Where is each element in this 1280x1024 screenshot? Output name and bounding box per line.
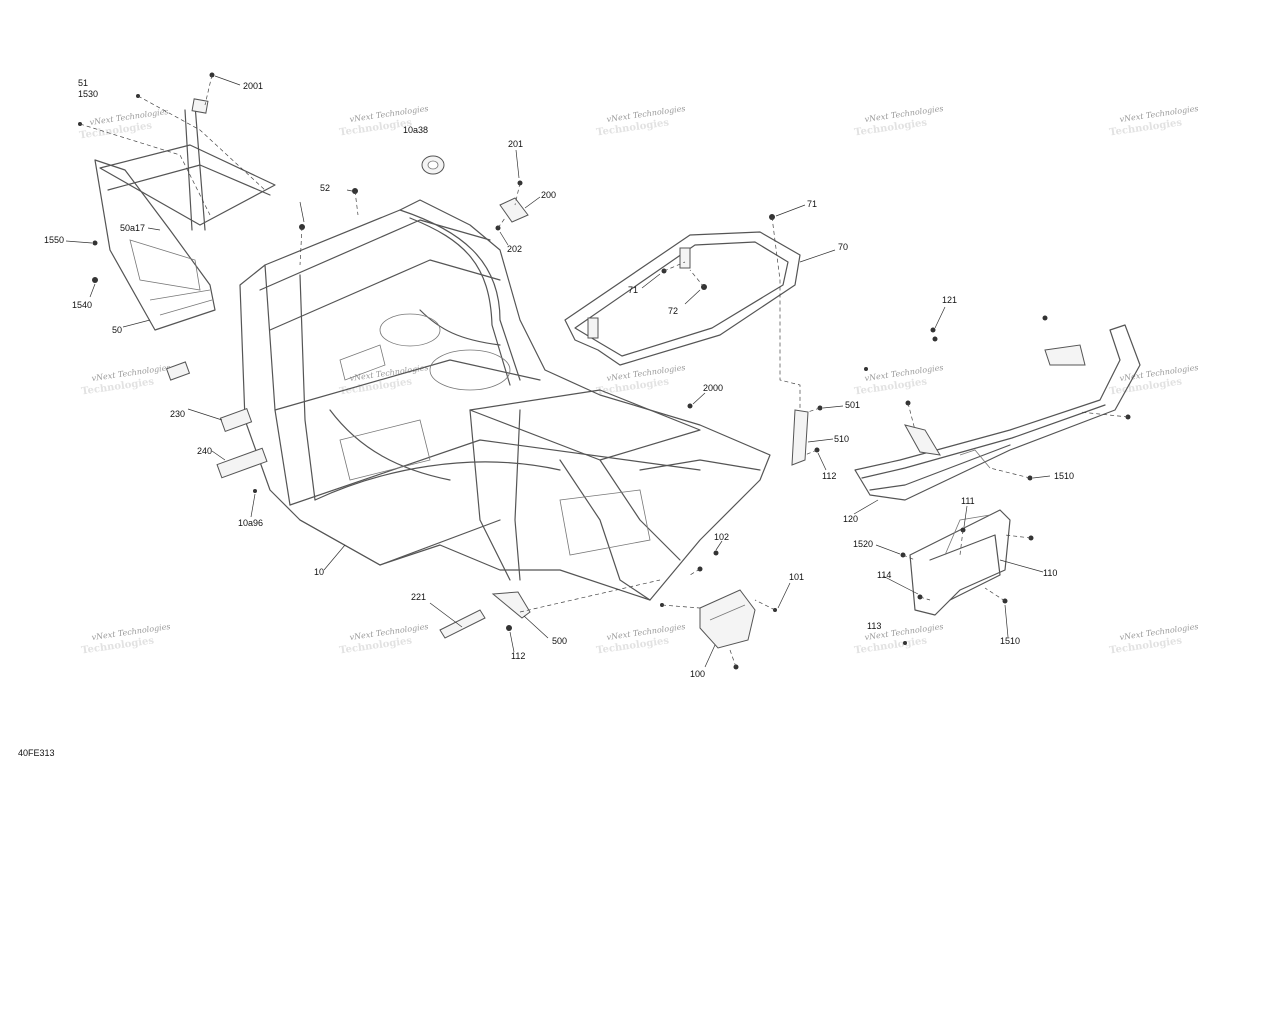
skid-brackets — [439, 591, 531, 639]
callout-70: 70 — [838, 242, 848, 252]
callout-221: 221 — [411, 592, 426, 602]
callout-112-right: 112 — [822, 471, 836, 481]
watermark-12: Technologies vNext Technologies — [339, 622, 429, 657]
bracket-510 — [791, 409, 809, 466]
callout-1540: 1540 — [72, 300, 92, 310]
callout-100: 100 — [690, 669, 705, 679]
callout-240: 240 — [197, 446, 212, 456]
watermark-5: Technologies vNext Technologies — [1109, 104, 1199, 139]
rear-rack-assembly — [94, 98, 276, 331]
callout-120: 120 — [843, 514, 858, 524]
watermark-layer: Technologies vNext Technologies Technolo… — [79, 104, 1199, 657]
callout-10a38: 10a38 — [403, 125, 428, 135]
callout-50: 50 — [112, 325, 122, 335]
watermark-7: Technologies vNext Technologies — [339, 363, 429, 398]
callout-202: 202 — [507, 244, 522, 254]
callout-52: 52 — [320, 183, 330, 193]
callout-2000: 2000 — [703, 383, 723, 393]
assembly-lines — [79, 74, 1129, 668]
callout-1550: 1550 — [44, 235, 64, 245]
main-frame — [239, 199, 771, 601]
callout-10a96: 10a96 — [238, 518, 263, 528]
callout-labels: 51 1530 2001 10a38 201 200 202 52 71 70 … — [44, 78, 1074, 679]
callout-101: 101 — [789, 572, 804, 582]
slider-plates — [165, 361, 268, 479]
callout-200: 200 — [541, 190, 556, 200]
callout-113: 113 — [867, 621, 881, 631]
watermark-8: Technologies vNext Technologies — [596, 363, 686, 398]
callout-102: 102 — [714, 532, 729, 542]
callout-51: 51 — [78, 78, 88, 88]
diagram-code: 40FE313 — [18, 748, 55, 758]
callout-50a17: 50a17 — [120, 223, 145, 233]
grommet-ring — [421, 155, 445, 175]
front-bumper — [854, 324, 1141, 501]
leader-lines — [65, 75, 1051, 668]
callout-230: 230 — [170, 409, 185, 419]
callout-500: 500 — [552, 636, 567, 646]
watermark-1: Technologies vNext Technologies — [79, 107, 169, 142]
watermark-3: Technologies vNext Technologies — [596, 104, 686, 139]
callout-1520: 1520 — [853, 539, 873, 549]
callout-1530: 1530 — [78, 89, 98, 99]
callout-1510-lower: 1510 — [1000, 636, 1020, 646]
callout-1510-upper: 1510 — [1054, 471, 1074, 481]
callout-510: 510 — [834, 434, 849, 444]
callout-111: 111 — [961, 496, 975, 506]
callout-121: 121 — [942, 295, 957, 305]
upper-rail — [564, 231, 801, 366]
callout-72: 72 — [668, 306, 678, 316]
callout-10: 10 — [314, 567, 324, 577]
watermark-4: Technologies vNext Technologies — [854, 104, 944, 139]
watermark-10: Technologies vNext Technologies — [1109, 363, 1199, 398]
watermark-15: Technologies vNext Technologies — [1109, 622, 1199, 657]
callout-501: 501 — [845, 400, 860, 410]
watermark-13: Technologies vNext Technologies — [596, 622, 686, 657]
watermark-11: Technologies vNext Technologies — [81, 622, 171, 657]
callout-112-bottom: 112 — [511, 651, 525, 661]
fasteners — [78, 72, 1131, 670]
callout-71-upper: 71 — [807, 199, 817, 209]
front-bracket — [909, 509, 1011, 616]
callout-2001: 2001 — [243, 81, 263, 91]
callout-201: 201 — [508, 139, 523, 149]
callout-71-lower: 71 — [628, 285, 638, 295]
bracket-100 — [699, 589, 756, 649]
watermark-6: Technologies vNext Technologies — [81, 363, 171, 398]
bracket-200 — [495, 180, 529, 231]
callout-114: 114 — [877, 570, 891, 580]
callout-110: 110 — [1043, 568, 1057, 578]
